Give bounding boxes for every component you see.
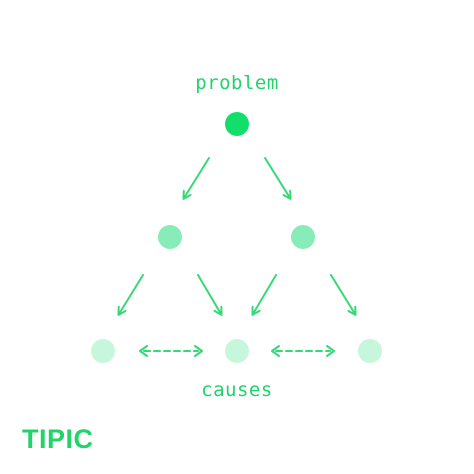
causes-label: causes bbox=[201, 379, 273, 401]
arrow-left-to-cause-center bbox=[197, 274, 223, 316]
dashed-double-arrow-right bbox=[271, 345, 335, 357]
arrow-left-to-cause-left bbox=[117, 274, 144, 316]
problem-label: problem bbox=[195, 72, 279, 94]
arrow-problem-to-right bbox=[264, 157, 292, 200]
dashed-double-arrow-left bbox=[139, 345, 203, 357]
brand-logo-text: TIPIC bbox=[22, 424, 94, 454]
node-level2-right bbox=[291, 225, 315, 249]
arrow-problem-to-left bbox=[182, 157, 210, 200]
node-level2-left bbox=[158, 225, 182, 249]
node-cause-left bbox=[91, 339, 115, 363]
node-cause-center bbox=[225, 339, 249, 363]
node-cause-right bbox=[358, 339, 382, 363]
node-problem bbox=[225, 112, 249, 136]
arrow-right-to-cause-center bbox=[251, 274, 277, 316]
arrow-right-to-cause-right bbox=[330, 274, 357, 316]
